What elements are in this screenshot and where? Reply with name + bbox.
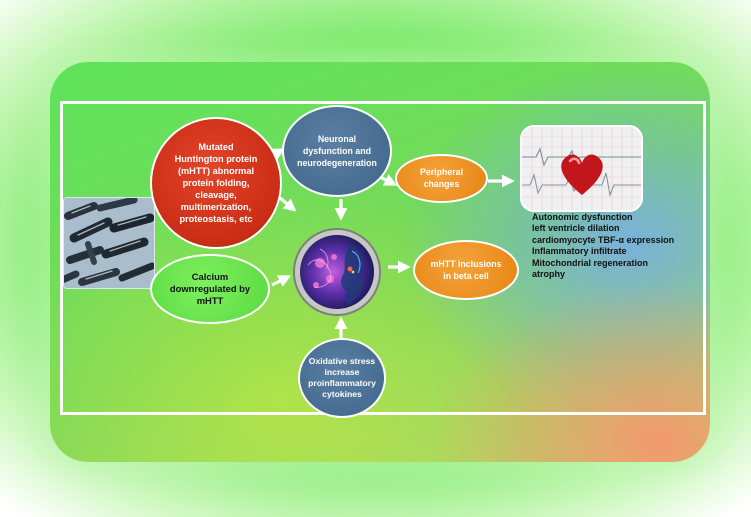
effect-item: left ventricle dilation xyxy=(532,223,620,234)
effect-item: atrophy xyxy=(532,269,566,280)
arrow-mutated-to-brain xyxy=(278,196,297,212)
node-mhtt-inclusions: mHTT inclusions in beta cell xyxy=(413,240,519,300)
node-peripheral-changes-label: Peripheral changes xyxy=(419,167,464,189)
diagram-frame xyxy=(60,101,706,415)
effect-item: Inflammatory infiltrate xyxy=(532,246,627,257)
brain-scan-icon xyxy=(295,230,379,314)
heart-ecg-icon xyxy=(520,125,643,212)
node-calcium-label: Calcium downregulated by mHTT xyxy=(169,271,251,306)
node-mutated-protein-label: Mutated Huntington protein (mHTT) abnorm… xyxy=(174,142,258,224)
effect-item: Autonomic dysfunction xyxy=(532,212,633,222)
bacteria-microscopy-icon xyxy=(63,197,155,289)
node-neuronal-dysfunction-label: Neuronal dysfunction and neurodegenerati… xyxy=(297,134,377,168)
node-calcium: Calcium downregulated by mHTT xyxy=(150,254,270,324)
node-mhtt-inclusions-label: mHTT inclusions in beta cell xyxy=(430,259,502,281)
node-oxidative-stress: Oxidative stress increase proinflammator… xyxy=(298,338,386,418)
node-peripheral-changes: Peripheral changes xyxy=(395,154,488,203)
peripheral-effects-list: Autonomic dysfunction left ventricle dil… xyxy=(532,212,742,280)
arrow-calcium-to-brain xyxy=(271,275,292,287)
node-oxidative-stress-label: Oxidative stress increase proinflammator… xyxy=(308,356,376,399)
effect-item: Mitochondrial regeneration xyxy=(532,257,649,268)
effect-item: cardiomyocyte TBF-α expression xyxy=(532,234,675,245)
node-mutated-protein: Mutated Huntington protein (mHTT) abnorm… xyxy=(150,117,282,249)
node-neuronal-dysfunction: Neuronal dysfunction and neurodegenerati… xyxy=(282,105,392,197)
